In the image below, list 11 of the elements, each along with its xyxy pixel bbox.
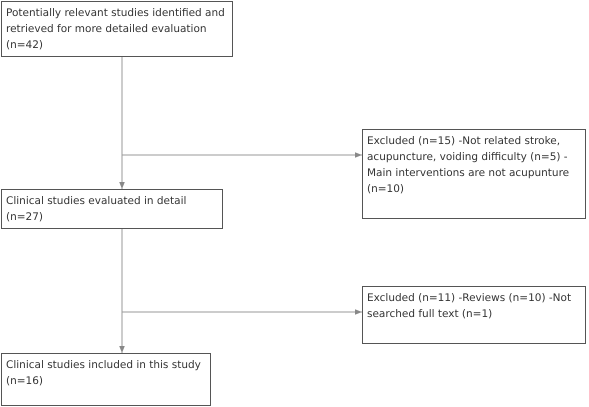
box-text: Excluded (n=11) -Reviews (n=10) -Not searched full text (n=1) bbox=[367, 291, 572, 322]
process-box bbox=[1, 1, 233, 57]
process-box bbox=[1, 189, 223, 229]
arrow bbox=[122, 228, 362, 315]
box-text: Clinical studies evaluated in detail (n=27) bbox=[6, 194, 188, 225]
process-box bbox=[362, 129, 586, 219]
process-box bbox=[362, 286, 586, 344]
box-text: Clinical studies included in this study (n=16) bbox=[6, 358, 202, 389]
box-text: Excluded (n=15) -Not related stroke, acupuncture, voiding difficulty (n=5) -Main interventions are not acupunture (n=10) bbox=[367, 134, 570, 197]
box-text: Potentially relevant studies identified and retrieved for more detailed evaluation (n=42) bbox=[6, 6, 226, 53]
process-box bbox=[1, 353, 211, 406]
